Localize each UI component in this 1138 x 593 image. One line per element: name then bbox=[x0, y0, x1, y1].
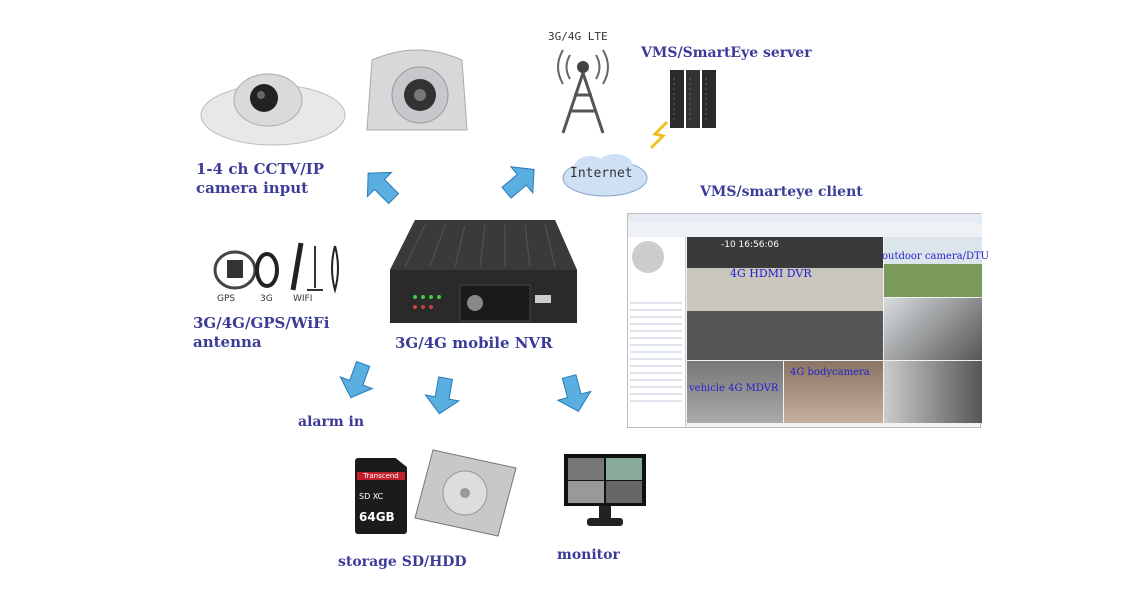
camera-label-line2: camera input bbox=[196, 179, 309, 197]
arrow-to-internet-icon bbox=[486, 151, 551, 216]
arrow-to-camera-icon bbox=[350, 155, 415, 220]
client-label: VMS/smarteye client bbox=[700, 184, 863, 200]
lightning-icon bbox=[645, 120, 675, 154]
video-interior bbox=[884, 361, 982, 423]
video-timestamp: -10 16:56:06 bbox=[721, 240, 779, 250]
antenna-tag-gps: GPS bbox=[217, 294, 236, 304]
overlay-hdmi-dvr: 4G HDMI DVR bbox=[730, 267, 812, 280]
nvr-label: 3G/4G mobile NVR bbox=[395, 334, 553, 352]
video-vehicle: vehicle 4G MDVR bbox=[687, 361, 783, 423]
arrow-to-storage-icon bbox=[416, 366, 469, 419]
dome-camera-image bbox=[198, 60, 348, 150]
cell-tower-icon bbox=[548, 45, 618, 135]
video-main: -10 16:56:06 4G HDMI DVR bbox=[687, 237, 883, 360]
nvr-image bbox=[385, 215, 580, 330]
antenna-label-line2: antenna bbox=[193, 333, 262, 351]
client-titlebar bbox=[628, 214, 982, 222]
server-label: VMS/SmartEye server bbox=[641, 45, 812, 61]
arrow-to-alarm-icon bbox=[329, 349, 388, 408]
side-camera-image bbox=[362, 40, 472, 135]
sd-type: SD XC bbox=[359, 492, 384, 501]
camera-label: 1-4 ch CCTV/IP camera input bbox=[196, 160, 324, 198]
hdd-image bbox=[413, 448, 518, 538]
overlay-outdoor: outdoor camera/DTU bbox=[882, 251, 990, 262]
monitor-label: monitor bbox=[557, 547, 620, 563]
arrow-to-monitor-icon bbox=[545, 363, 601, 419]
sd-card-image: Transcend SD XC 64GB bbox=[355, 458, 407, 534]
video-bodycam: 4G bodycamera bbox=[784, 361, 883, 423]
client-screenshot: -10 16:56:06 4G HDMI DVR outdoor camera/… bbox=[627, 213, 989, 428]
antenna-tag-3g: 3G bbox=[260, 294, 273, 304]
alarm-label: alarm in bbox=[298, 414, 365, 430]
antenna-tag-wifi: WIFI bbox=[293, 294, 313, 304]
antenna-image: GPS 3G WIFI bbox=[205, 238, 345, 308]
client-sidebar bbox=[628, 237, 686, 427]
video-outdoor: outdoor camera/DTU bbox=[882, 237, 989, 297]
internet-label: Internet bbox=[570, 166, 633, 181]
overlay-bodycam: 4G bodycamera bbox=[790, 367, 870, 378]
overlay-vehicle: vehicle 4G MDVR bbox=[689, 383, 779, 394]
client-toolbar bbox=[628, 223, 982, 237]
antenna-label: 3G/4G/GPS/WiFi antenna bbox=[193, 314, 329, 352]
antenna-label-line1: 3G/4G/GPS/WiFi bbox=[193, 314, 330, 332]
video-indoor bbox=[884, 298, 982, 360]
internet-cloud: Internet bbox=[560, 150, 650, 200]
storage-label: storage SD/HDD bbox=[338, 554, 467, 570]
server-image bbox=[668, 68, 720, 130]
sd-capacity: 64GB bbox=[359, 510, 395, 524]
sd-brand: Transcend bbox=[357, 472, 405, 480]
monitor-image bbox=[563, 453, 647, 531]
tower-label: 3G/4G LTE bbox=[548, 30, 608, 43]
camera-label-line1: 1-4 ch CCTV/IP bbox=[196, 160, 325, 178]
